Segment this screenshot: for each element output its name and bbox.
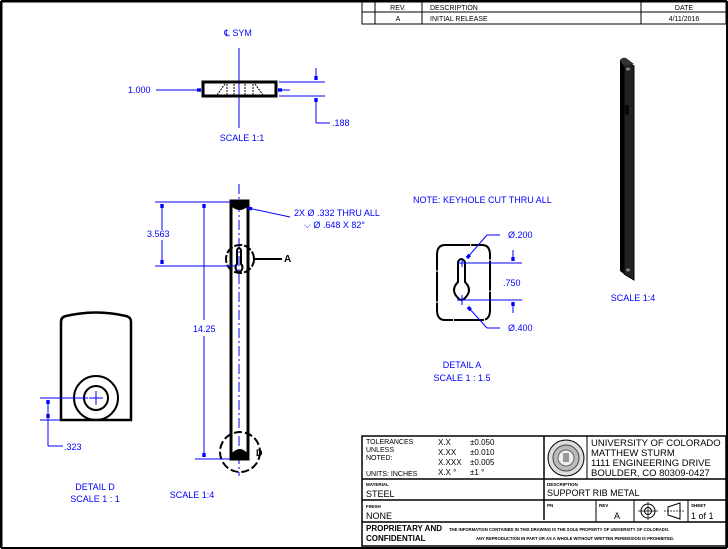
description-header: DESCRIPTION (430, 5, 478, 12)
detail-d-scale: SCALE 1 : 1 (70, 494, 120, 504)
proprietary-title-1: PROPRIETARY AND (366, 524, 442, 533)
tol-value-0: ±0.050 (470, 438, 495, 447)
material-value: STEEL (366, 489, 395, 499)
detail-d-title: DETAIL D (75, 482, 115, 492)
tolerances-label-3: NOTED: (366, 455, 393, 462)
keyhole-spacing-dimension: .750 (503, 278, 521, 288)
iso-view-scale: SCALE 1:4 (611, 293, 656, 303)
revision-block: REV. DESCRIPTION DATE A INITIAL RELEASE … (361, 1, 727, 25)
width-dimension: 1.000 (128, 85, 151, 95)
rib-outline (229, 199, 250, 461)
isometric-view: SCALE 1:4 (611, 57, 656, 303)
sheet-label: SHEET (691, 503, 706, 508)
front-view-scale: SCALE 1:4 (170, 490, 215, 500)
proprietary-text-2: ANY REPRODUCTION IN PART OR AS A WHOLE W… (476, 536, 674, 541)
detail-d-view: .323 DETAIL D SCALE 1 : 1 (40, 311, 133, 504)
org-line-2: MATTHEW STURM (591, 448, 675, 459)
detail-d-circle (219, 431, 261, 473)
org-line-1: UNIVERSITY OF COLORADO (591, 438, 721, 449)
org-line-3: 1111 ENGINEERING DRIVE (591, 458, 711, 469)
tol-format-1: X.XX (438, 448, 457, 457)
hole-callout-line1: 2X Ø .332 THRU ALL (294, 208, 380, 218)
rev-value: A (614, 511, 620, 521)
finish-value: NONE (366, 511, 392, 521)
title-block: TOLERANCES UNLESS NOTED: UNITS: INCHES X… (361, 435, 727, 547)
centerline-sym-label: ℄ SYM (223, 28, 252, 38)
edge-distance-dimension: .323 (64, 442, 82, 452)
tol-format-0: X.X (438, 438, 452, 447)
overall-length-dimension: 14.25 (193, 324, 216, 334)
keyhole-note: NOTE: KEYHOLE CUT THRU ALL (413, 195, 552, 205)
sheet-value: 1 of 1 (691, 511, 714, 521)
org-line-4: BOULDER, CO 80309-0427 (591, 468, 710, 479)
proprietary-title-2: CONFIDENTIAL (366, 534, 426, 543)
description-label: DESCRIPTION (547, 482, 578, 487)
detail-a-title: DETAIL A (443, 360, 482, 370)
tolerances-units: UNITS: INCHES (366, 471, 418, 478)
small-diameter-dimension: Ø.200 (508, 230, 533, 240)
hole-callout-line2: ⌵ Ø .648 X 82° (304, 220, 365, 230)
tolerances-label-2: UNLESS (366, 447, 394, 454)
top-view: ℄ SYM 1.000 .188 SCALE 1:1 (128, 28, 350, 143)
tol-format-2: X.XXX (438, 458, 462, 467)
detail-a-scale: SCALE 1 : 1.5 (433, 373, 490, 383)
large-diameter-dimension: Ø.400 (508, 323, 533, 333)
description-value: INITIAL RELEASE (430, 16, 488, 23)
third-angle-projection-icon (638, 502, 684, 520)
front-view: A D 2X Ø .332 THRU ALL ⌵ Ø .648 X 82° 3.… (147, 184, 380, 500)
pn-label: PN (547, 503, 553, 508)
description-value: SUPPORT RIB METAL (547, 488, 640, 498)
date-header: DATE (675, 5, 693, 12)
detail-d-marker: D (256, 448, 263, 458)
detail-a-marker: A (284, 254, 291, 265)
thickness-dimension: .188 (332, 118, 350, 128)
tol-value-1: ±0.010 (470, 448, 495, 457)
tolerances-label-1: TOLERANCES (366, 439, 414, 446)
detail-a-view: NOTE: KEYHOLE CUT THRU ALL .750 Ø.200 Ø.… (413, 195, 552, 383)
rev-label: REV (599, 503, 608, 508)
top-view-scale: SCALE 1:1 (220, 133, 265, 143)
date-value: 4/11/2016 (669, 16, 700, 23)
top-view-outline (201, 80, 278, 98)
finish-label: FINISH (366, 504, 381, 509)
university-seal-icon (547, 439, 585, 477)
tol-value-2: ±0.005 (470, 458, 495, 467)
tol-value-3: ±1 ° (470, 468, 484, 477)
material-label: MATERIAL (366, 482, 389, 487)
rev-header: REV. (390, 5, 406, 12)
keyhole-position-dimension: 3.563 (147, 229, 170, 239)
proprietary-text-1: THE INFORMATION CONTAINED IN THIS DRAWIN… (449, 527, 669, 532)
rev-value: A (396, 16, 401, 23)
tol-format-3: X.X ° (438, 468, 456, 477)
